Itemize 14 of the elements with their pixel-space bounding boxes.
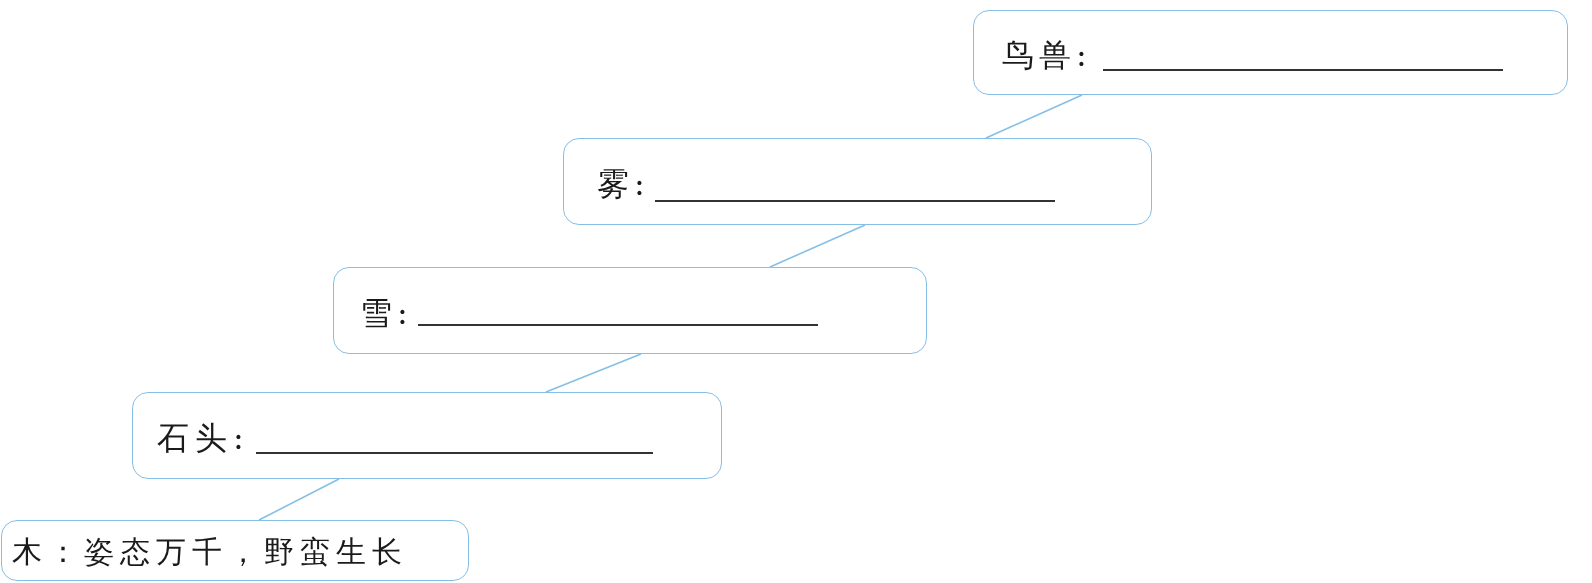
node-label: 木：姿态万千，野蛮生长: [12, 537, 408, 567]
rounded-box: [563, 138, 1152, 225]
node-label: 鸟兽:: [1002, 39, 1092, 71]
node-label: 雾:: [597, 168, 650, 200]
rounded-box: [333, 267, 927, 354]
connector-line: [769, 224, 866, 268]
rounded-box: [132, 392, 722, 479]
connector-line: [985, 94, 1083, 139]
connector-line: [545, 353, 642, 393]
rounded-box: [973, 10, 1568, 95]
connector-line: [258, 478, 340, 521]
rounded-box: [1, 520, 469, 581]
node-label: 石头:: [157, 422, 250, 454]
node-label: 雪:: [360, 297, 413, 329]
